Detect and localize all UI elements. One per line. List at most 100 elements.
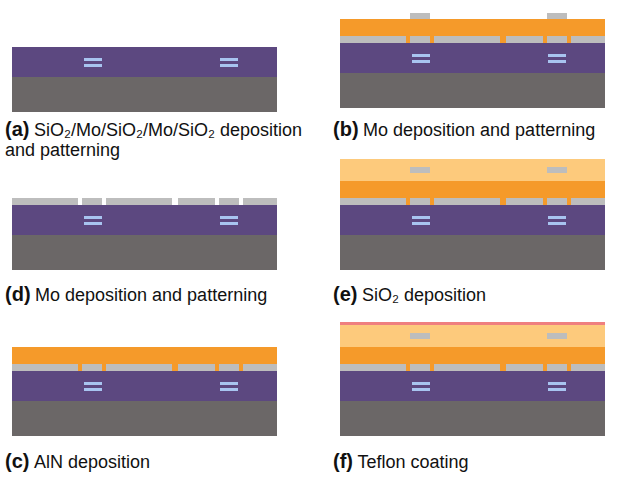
step-caption: (b) Mo deposition and patterning	[333, 118, 608, 140]
step-letter: (f)	[333, 450, 353, 472]
buried-electrode	[220, 388, 238, 391]
mo-electrode-layer	[243, 364, 277, 371]
layer-stack	[340, 159, 605, 270]
layer-stack	[12, 47, 277, 112]
layer-stack	[340, 322, 605, 436]
aln-layer	[340, 181, 605, 205]
sio2-layer	[340, 159, 605, 181]
mo-electrode-layer	[178, 364, 215, 371]
mo-electrode-layer	[410, 198, 430, 205]
mo-electrode-layer	[506, 364, 543, 371]
step-letter: (e)	[333, 283, 357, 305]
mo-electrode-layer	[434, 198, 500, 205]
step-description: SiO₂/Mo/SiO₂/Mo/SiO₂ deposition and patt…	[5, 120, 302, 160]
top-mo-electrode	[547, 333, 567, 339]
buried-electrode	[412, 382, 430, 385]
buried-electrode	[84, 58, 102, 61]
spacer	[357, 287, 361, 304]
buried-electrode	[84, 382, 102, 385]
step-letter: (d)	[5, 283, 31, 305]
spacer	[29, 454, 33, 471]
step-caption: (f) Teflon coating	[333, 450, 608, 472]
mo-electrode-layer	[82, 364, 102, 371]
buried-electrode	[548, 388, 566, 391]
mo-electrode-layer	[434, 36, 500, 43]
buried-electrode	[548, 222, 566, 225]
buried-electrode	[412, 222, 430, 225]
oxide-layer	[12, 205, 277, 235]
step-letter: (b)	[333, 118, 359, 140]
layer-stack	[12, 347, 277, 436]
buried-electrode	[548, 54, 566, 57]
mo-electrode-layer	[410, 36, 430, 43]
aln-layer	[12, 347, 277, 371]
buried-electrode	[412, 60, 430, 63]
substrate-layer	[340, 235, 605, 270]
buried-electrode	[84, 388, 102, 391]
oxide-layer	[340, 371, 605, 401]
mo-electrode-layer	[571, 364, 605, 371]
step-description: AlN deposition	[34, 452, 150, 472]
mo-electrode-layer	[410, 364, 430, 371]
buried-electrode	[412, 388, 430, 391]
mo-electrode-layer	[571, 198, 605, 205]
aln-layer	[340, 347, 605, 371]
buried-electrode	[220, 382, 238, 385]
buried-electrode	[84, 216, 102, 219]
substrate-layer	[12, 77, 277, 112]
oxide-layer	[12, 47, 277, 77]
mo-electrode-layer	[82, 198, 102, 205]
mo-electrode-layer	[219, 364, 239, 371]
substrate-layer	[340, 73, 605, 108]
spacer	[353, 454, 357, 471]
oxide-layer	[12, 371, 277, 401]
step-caption: (c) AlN deposition	[5, 450, 305, 472]
mo-electrode-layer	[340, 36, 406, 43]
step-caption: (a) SiO₂/Mo/SiO₂/Mo/SiO₂ deposition and …	[5, 118, 315, 161]
step-letter: (c)	[5, 450, 29, 472]
buried-electrode	[548, 216, 566, 219]
spacer	[29, 122, 33, 139]
mo-electrode-layer	[106, 198, 172, 205]
oxide-layer	[340, 205, 605, 235]
step-description: Mo deposition and patterning	[363, 120, 595, 140]
mo-electrode-layer	[12, 364, 78, 371]
mo-electrode-layer	[12, 198, 78, 205]
teflon-coating	[340, 322, 605, 325]
buried-electrode	[548, 382, 566, 385]
mo-electrode-layer	[506, 36, 543, 43]
spacer	[31, 287, 35, 304]
mo-electrode-layer	[547, 364, 567, 371]
mo-electrode-layer	[571, 36, 605, 43]
top-mo-electrode	[410, 13, 430, 19]
top-mo-electrode	[410, 167, 430, 173]
mo-electrode-layer	[434, 364, 500, 371]
substrate-layer	[12, 401, 277, 436]
buried-electrode	[548, 60, 566, 63]
buried-electrode	[84, 64, 102, 67]
spacer	[359, 122, 363, 139]
buried-electrode	[412, 216, 430, 219]
step-letter: (a)	[5, 118, 29, 140]
substrate-layer	[340, 401, 605, 436]
step-description: Teflon coating	[357, 452, 468, 472]
step-caption: (d) Mo deposition and patterning	[5, 283, 275, 305]
substrate-layer	[12, 235, 277, 270]
buried-electrode	[84, 222, 102, 225]
buried-electrode	[220, 222, 238, 225]
mo-electrode-layer	[178, 198, 215, 205]
top-mo-electrode	[547, 13, 567, 19]
step-caption: (e) SiO₂ deposition	[333, 283, 608, 305]
step-description: SiO₂ deposition	[362, 285, 486, 305]
mo-electrode-layer	[547, 198, 567, 205]
aln-layer	[340, 19, 605, 43]
top-mo-electrode	[547, 167, 567, 173]
mo-electrode-layer	[106, 364, 172, 371]
mo-electrode-layer	[243, 198, 277, 205]
mo-electrode-layer	[547, 36, 567, 43]
mo-electrode-layer	[506, 198, 543, 205]
buried-electrode	[220, 58, 238, 61]
layer-stack	[340, 13, 605, 108]
sio2-layer	[340, 325, 605, 347]
